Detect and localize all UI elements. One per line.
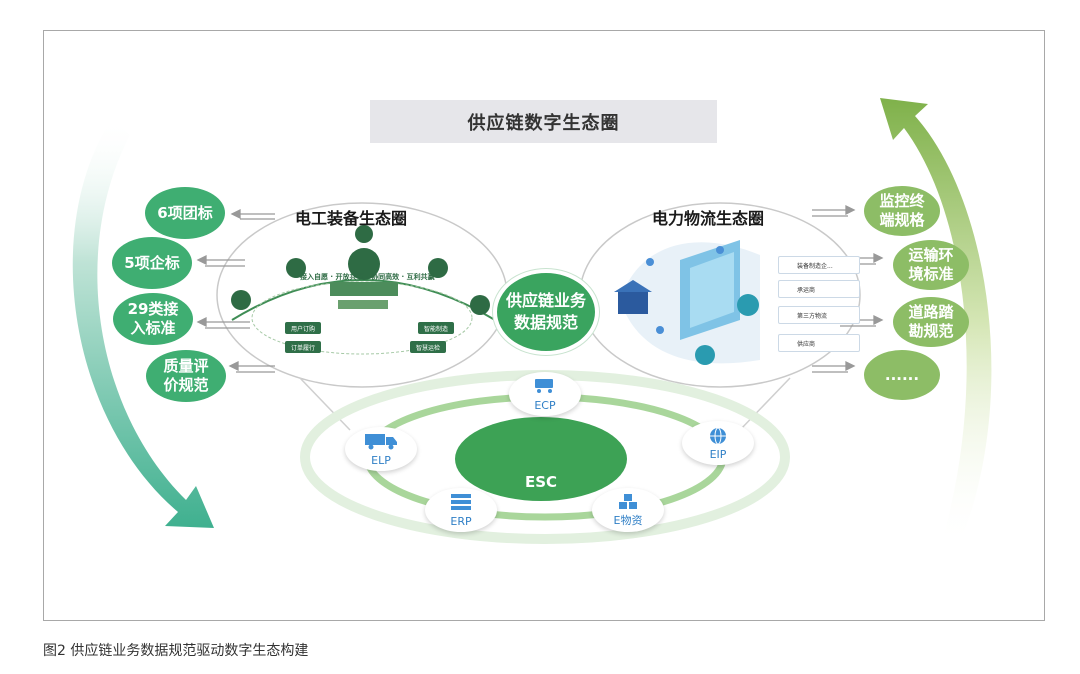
left-standard-badge: 5项企标: [112, 237, 192, 289]
right-cycle-arrow: [880, 98, 992, 548]
left-eco-banner: 接入自愿 · 开放共享 · 协同高效 · 互利共赢: [300, 273, 435, 281]
boxes-icon: [619, 494, 637, 509]
right-eco-title: 电力物流生态圈: [652, 209, 765, 228]
globe-icon: [710, 427, 726, 445]
right-standard-badge: ......: [864, 350, 940, 400]
left-eco-illustration: [231, 225, 496, 355]
right-row: 承运商: [778, 280, 860, 298]
right-row: 供应商: [778, 334, 860, 352]
mini-box: 订单履行: [285, 341, 321, 353]
mini-box: 智能制造: [418, 322, 454, 334]
mini-box: 智慧运检: [410, 341, 446, 353]
left-cycle-arrow: [72, 118, 214, 528]
right-row: 装备制造企...: [778, 256, 860, 274]
elp-node: ELP: [345, 427, 417, 471]
left-standard-badge: 质量评价规范: [146, 350, 226, 402]
cart-icon: [535, 379, 553, 393]
right-standard-badge: 监控终端规格: [864, 186, 940, 236]
diagram-title: 供应链数字生态圈: [370, 100, 717, 143]
server-icon: [451, 494, 471, 510]
eip-node: EIP: [682, 421, 754, 465]
figure-caption: 图2 供应链业务数据规范驱动数字生态构建: [43, 643, 309, 659]
right-standard-badge: 道路踏勘规范: [893, 297, 969, 347]
erp-node: ERP: [425, 488, 497, 532]
left-arrows: [196, 208, 275, 373]
esc-core: ESC: [455, 417, 627, 501]
left-eco-title: 电工装备生态圈: [295, 209, 408, 228]
left-standard-badge: 6项团标: [145, 187, 225, 239]
right-arrows: [812, 204, 884, 373]
ewz-node: E物资: [592, 488, 664, 532]
right-standard-badge: 运输环境标准: [893, 240, 969, 290]
right-eco-illustration: [614, 240, 760, 365]
center-spec-badge: 供应链业务数据规范: [493, 269, 599, 355]
right-row: 第三方物流: [778, 306, 860, 324]
truck-icon: [365, 434, 397, 450]
mini-box: 用户订购: [285, 322, 321, 334]
left-standard-badge: 29类接入标准: [113, 293, 193, 345]
esc-label: ESC: [524, 473, 558, 491]
ecp-node: ECP: [509, 372, 581, 416]
